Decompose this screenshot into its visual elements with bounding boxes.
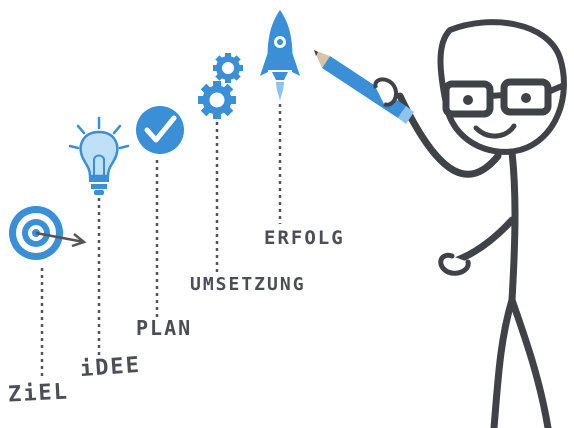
- rocket-icon: [260, 10, 300, 102]
- step-label-ziel: ZiEL: [7, 379, 70, 408]
- step-label-umsetzung: UMSETZUNG: [190, 274, 306, 295]
- stick-figure: [396, 19, 567, 428]
- step-label-plan: PLAN: [136, 316, 193, 340]
- step-label-idee: iDEE: [79, 352, 142, 383]
- gears-icon: [198, 53, 243, 119]
- lightbulb-icon: [68, 116, 130, 195]
- dotted-guides: [40, 104, 282, 380]
- target-icon: [9, 206, 87, 260]
- step-label-erfolg: ERFOLG: [264, 227, 345, 249]
- checkmark-icon: [136, 106, 184, 154]
- pencil-icon: [314, 50, 414, 124]
